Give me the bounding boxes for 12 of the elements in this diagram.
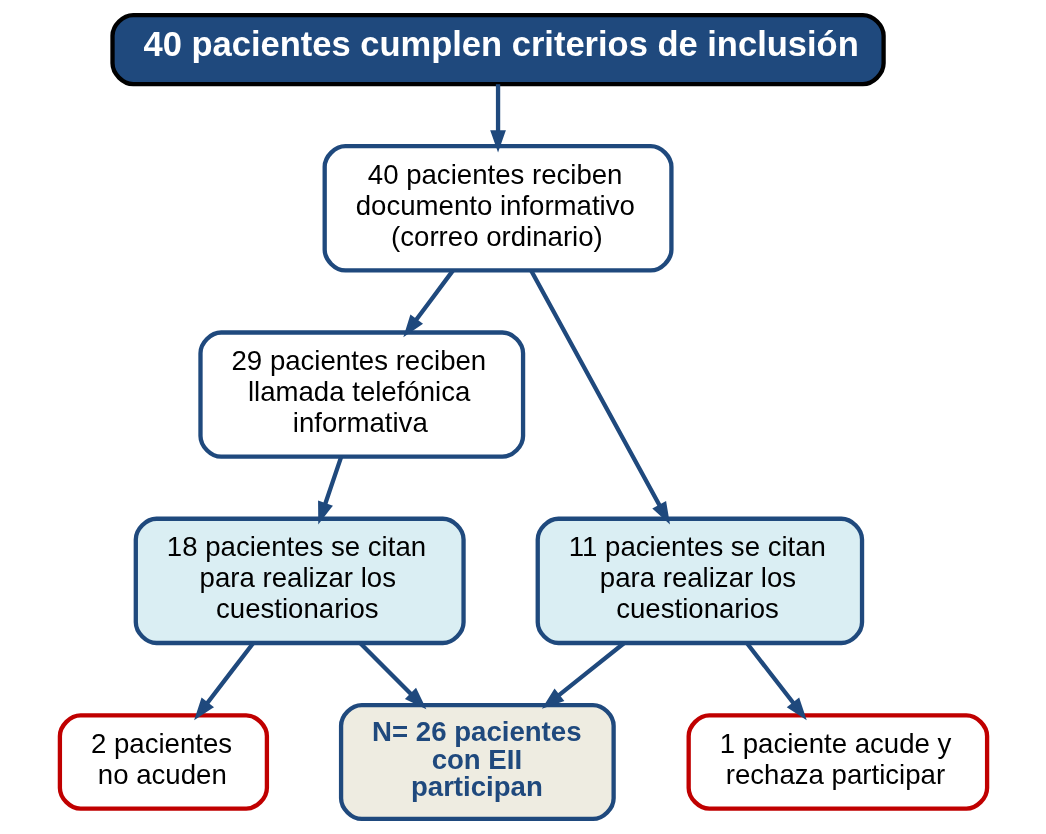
arrow [402, 269, 455, 338]
arrow [489, 84, 506, 153]
arrow [317, 456, 343, 525]
node-box: N= 26 pacientes con EII participan [338, 702, 616, 822]
node-box: 2 pacientes no acuden [57, 713, 269, 811]
node-box: 18 pacientes se citan para realizar los cuestionarios [133, 516, 466, 646]
node-box: 29 pacientes reciben llamada telefónica informativa [197, 330, 525, 459]
node-box: 11 pacientes se citan para realizar los cuestionarios [535, 516, 864, 646]
node-box: 1 paciente acude y rechaza participar [686, 713, 989, 811]
arrow [529, 269, 670, 525]
node-box: 40 pacientes reciben documento informativo (correo ordinario) [322, 144, 674, 273]
node-box: 40 pacientes cumplen criterios de inclusión [109, 12, 886, 87]
